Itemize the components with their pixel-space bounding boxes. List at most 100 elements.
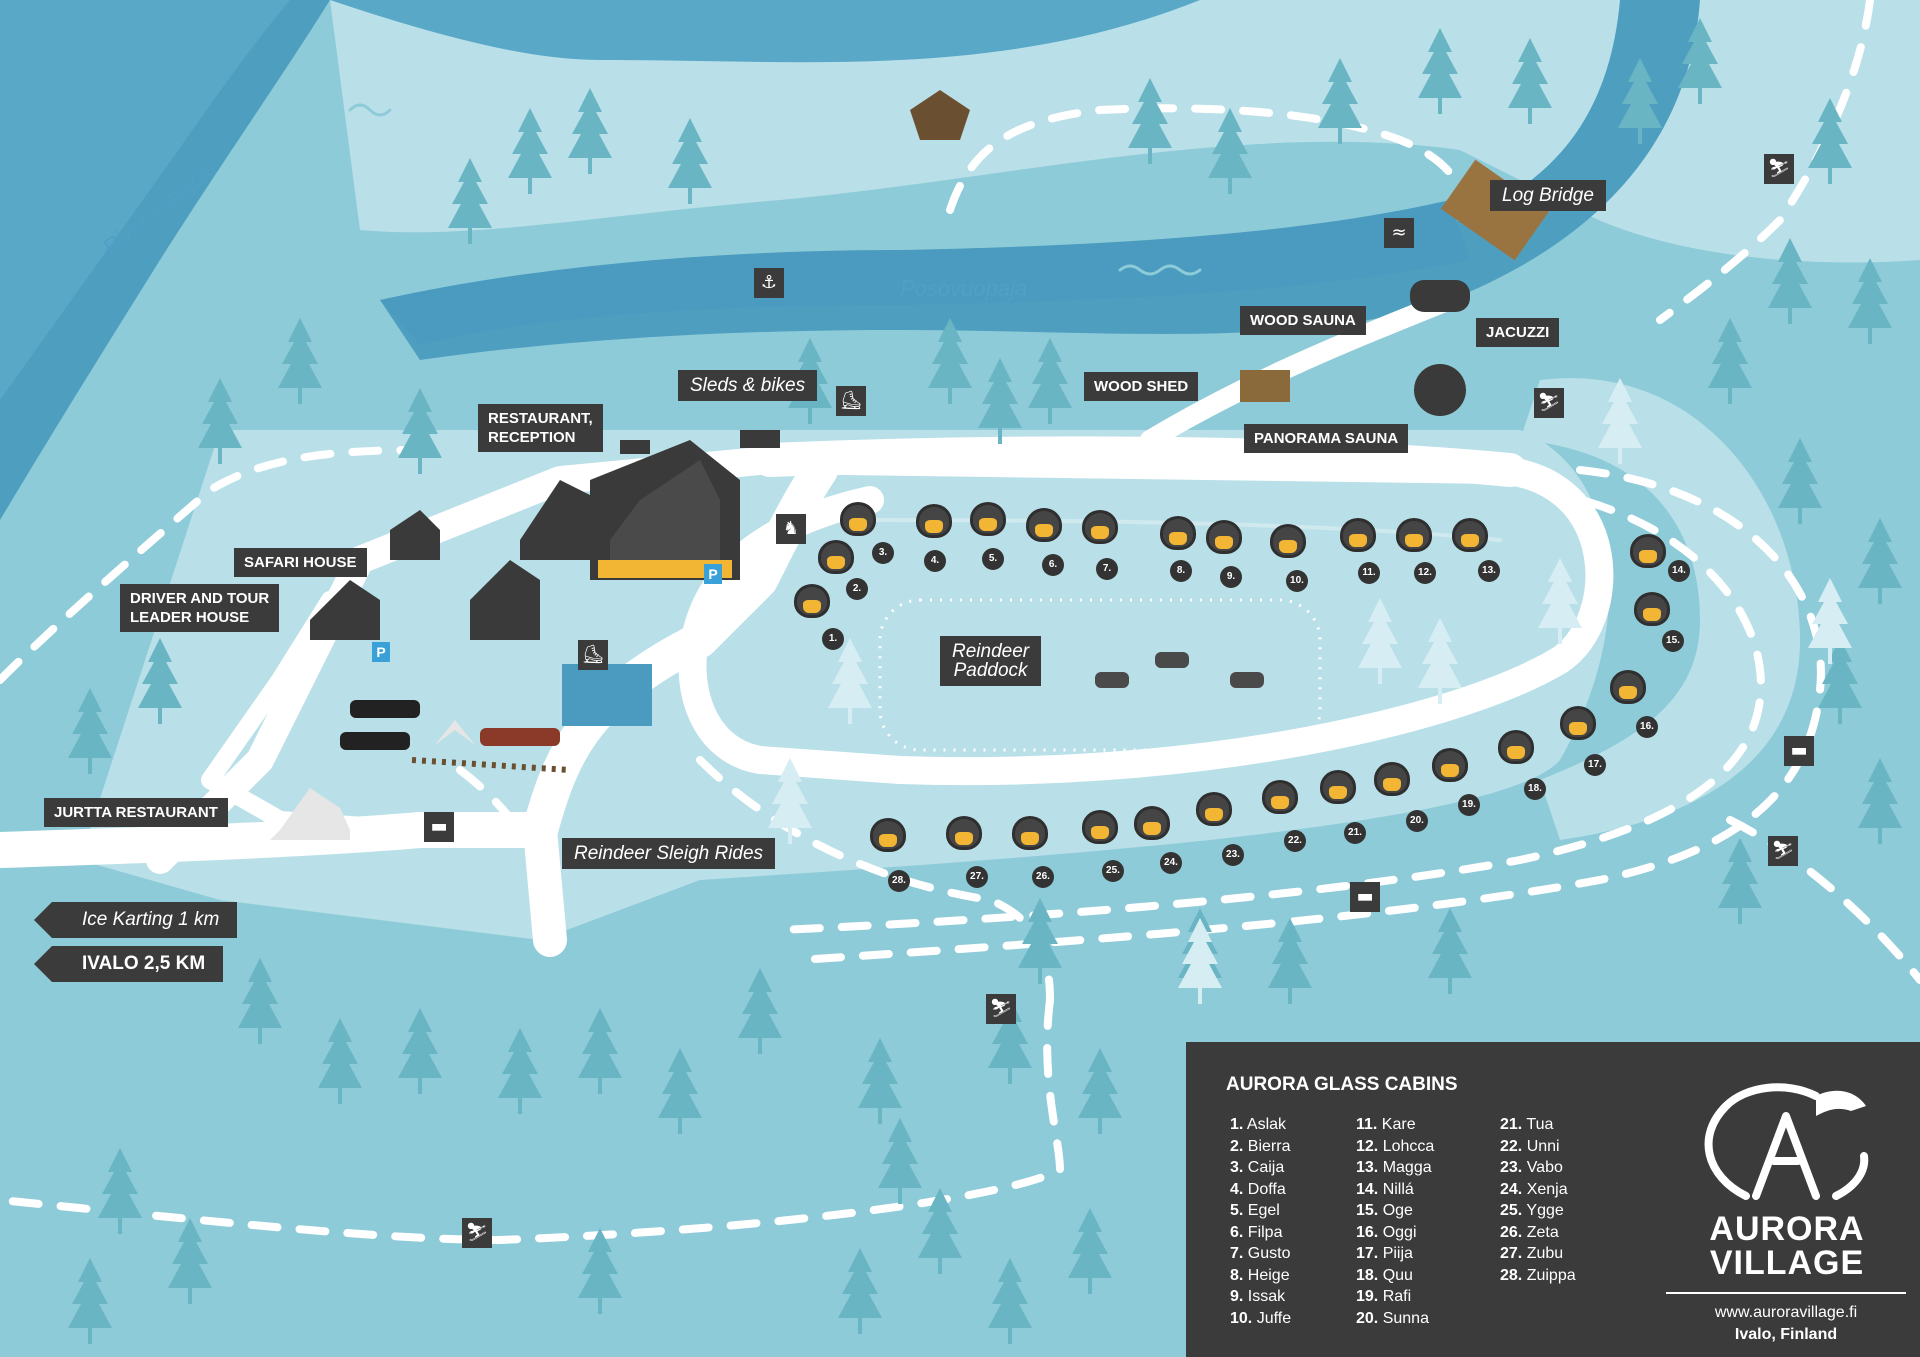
skating-icon: ⛸: [578, 640, 608, 670]
website-link[interactable]: www.auroravillage.fi: [1714, 1304, 1858, 1321]
glass-cabin[interactable]: [1262, 780, 1298, 814]
legend-cabin-number: 8.: [1230, 1266, 1244, 1284]
legend-cabin-name: Filpa: [1243, 1223, 1283, 1241]
glass-cabin[interactable]: [1206, 520, 1242, 554]
glass-cabin[interactable]: [1610, 670, 1646, 704]
legend-cabin-name: Vabo: [1522, 1159, 1563, 1176]
legend-cabin-number: 21.: [1500, 1116, 1523, 1133]
legend-cabin-entry: 13. Magga: [1356, 1157, 1434, 1179]
glass-cabin[interactable]: [1082, 810, 1118, 844]
glass-cabin[interactable]: [870, 818, 906, 852]
glass-cabin[interactable]: [818, 540, 854, 574]
glass-cabin[interactable]: [1196, 792, 1232, 826]
ice-karting-sign: Ice Karting 1 km: [33, 902, 238, 938]
cabin-number: 19.: [1458, 794, 1480, 816]
glass-cabin[interactable]: [1560, 706, 1596, 740]
glass-cabin[interactable]: [1340, 518, 1376, 552]
cabin-number: 1.: [822, 628, 844, 650]
reindeer-paddock-label: Reindeer Paddock: [940, 636, 1042, 686]
cabin-number: 2.: [846, 578, 868, 600]
legend-cabin-number: 12.: [1356, 1137, 1379, 1155]
glass-cabin[interactable]: [794, 584, 830, 618]
legend-cabin-name: Nillá: [1378, 1180, 1414, 1198]
glass-cabin[interactable]: [970, 502, 1006, 536]
legend-cabin-name: Zubu: [1522, 1245, 1564, 1262]
legend-cabin-name: Sunna: [1378, 1309, 1429, 1327]
glass-cabin[interactable]: [1270, 524, 1306, 558]
ski-icon: ⛷: [1768, 836, 1798, 866]
cabin-number: 13.: [1478, 560, 1500, 582]
cabin-number: 7.: [1096, 558, 1118, 580]
brand-name-line2: VILLAGE: [1709, 1244, 1865, 1282]
ivalo-sign: IVALO 2,5 KM: [33, 946, 224, 982]
jurtta-restaurant-label: JURTTA RESTAURANT: [44, 798, 228, 827]
legend-cabin-number: 1.: [1230, 1116, 1244, 1133]
restaurant-reception-label: RESTAURANT, RECEPTION: [478, 404, 603, 452]
legend-cabin-name: Kare: [1377, 1116, 1416, 1133]
legend-cabin-entry: 1. Aslak: [1230, 1114, 1291, 1136]
swim-icon: ≈: [1384, 218, 1414, 248]
legend-cabin-entry: 26. Zeta: [1500, 1222, 1576, 1244]
legend-cabin-name: Zeta: [1522, 1223, 1559, 1241]
glass-cabin[interactable]: [1396, 518, 1432, 552]
parking-sign: P: [372, 642, 390, 662]
glass-cabin[interactable]: [1634, 592, 1670, 626]
legend-cabin-entry: 2. Bierra: [1230, 1136, 1291, 1158]
legend-cabin-entry: 7. Gusto: [1230, 1243, 1291, 1265]
divider: [1666, 1292, 1906, 1294]
cabin-number: 21.: [1344, 822, 1366, 844]
cabin-number: 6.: [1042, 554, 1064, 576]
ski-icon: ⛷: [462, 1218, 492, 1248]
cabin-number: 23.: [1222, 844, 1244, 866]
legend-cabin-number: 11.: [1356, 1116, 1378, 1133]
legend-cabin-name: Doffa: [1243, 1180, 1286, 1198]
legend-cabin-entry: 4. Doffa: [1230, 1179, 1291, 1201]
restaurant-label-line1: RESTAURANT,: [488, 410, 593, 427]
legend-cabin-name: Heige: [1243, 1266, 1290, 1284]
glass-cabin[interactable]: [1320, 770, 1356, 804]
legend-cabin-number: 23.: [1500, 1159, 1523, 1176]
glass-cabin[interactable]: [1452, 518, 1488, 552]
legend-cabin-name: Tua: [1522, 1116, 1554, 1133]
legend-cabin-number: 7.: [1230, 1245, 1244, 1262]
pond-label: Posovuopaja: [900, 276, 1028, 301]
legend-cabin-entry: 20. Sunna: [1356, 1308, 1434, 1330]
brand-name-line1: AURORA: [1709, 1210, 1865, 1248]
glass-cabin[interactable]: [1026, 508, 1062, 542]
glass-cabin[interactable]: [1630, 534, 1666, 568]
legend-cabin-name: Rafi: [1378, 1288, 1412, 1305]
legend-cabin-number: 13.: [1356, 1159, 1379, 1176]
legend-cabin-name: Oge: [1378, 1202, 1413, 1219]
cabin-number: 22.: [1284, 830, 1306, 852]
legend-cabin-entry: 25. Ygge: [1500, 1200, 1576, 1222]
reindeer-icon: ♞: [776, 514, 806, 544]
legend-cabin-number: 28.: [1500, 1266, 1523, 1284]
glass-cabin[interactable]: [840, 502, 876, 536]
legend-cabin-number: 2.: [1230, 1137, 1244, 1155]
legend-cabin-number: 15.: [1356, 1202, 1379, 1219]
glass-cabin[interactable]: [1082, 510, 1118, 544]
glass-cabin[interactable]: [1012, 816, 1048, 850]
glass-cabin[interactable]: [1374, 762, 1410, 796]
glass-cabin[interactable]: [1432, 748, 1468, 782]
legend-cabin-name: Egel: [1243, 1202, 1280, 1219]
snowshoe-icon: ⛷: [1534, 388, 1564, 418]
glass-cabin[interactable]: [1498, 730, 1534, 764]
legend-cabin-number: 17.: [1356, 1245, 1379, 1262]
snowmobile-icon: ▬: [424, 812, 454, 842]
legend-cabin-entry: 11. Kare: [1356, 1114, 1434, 1136]
legend-cabin-entry: 14. Nillá: [1356, 1179, 1434, 1201]
driver-label-line2: LEADER HOUSE: [130, 609, 250, 626]
driver-house-label: DRIVER AND TOUR LEADER HOUSE: [120, 584, 280, 632]
legend-cabin-entry: 17. Piija: [1356, 1243, 1434, 1265]
legend-cabin-number: 19.: [1356, 1288, 1379, 1305]
glass-cabin[interactable]: [946, 816, 982, 850]
glass-cabin[interactable]: [1134, 806, 1170, 840]
glass-cabin[interactable]: [916, 504, 952, 538]
cabin-number: 14.: [1668, 560, 1690, 582]
legend-cabin-entry: 19. Rafi: [1356, 1286, 1434, 1308]
glass-cabin[interactable]: [1160, 516, 1196, 550]
legend-cabin-number: 14.: [1356, 1180, 1379, 1198]
legend-cabin-entry: 10. Juffe: [1230, 1308, 1291, 1330]
cabin-number: 25.: [1102, 860, 1124, 882]
